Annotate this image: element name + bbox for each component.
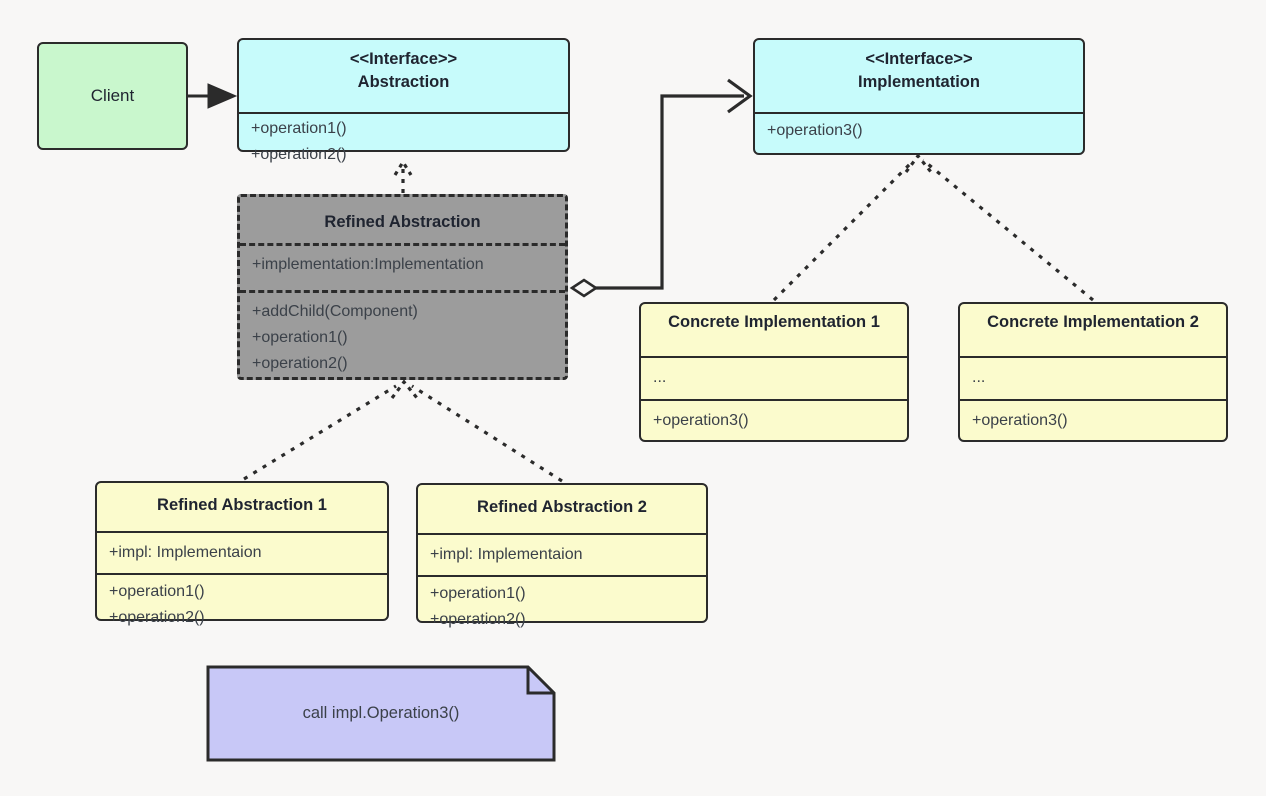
implementation-name: Implementation — [858, 73, 980, 91]
concrete-implementation-2-attributes: ... — [960, 356, 1226, 399]
concrete-implementation-2-attribute-1: ... — [972, 369, 986, 386]
edge-refined-abstraction-aggregates-implementation — [569, 78, 753, 298]
refined-abstraction-1-attribute-1: +impl: Implementaion — [109, 544, 262, 561]
implementation-title: <<Interface>> Implementation — [755, 40, 1083, 112]
refined-abstraction-2-attribute-1: +impl: Implementaion — [430, 546, 583, 563]
node-concrete-implementation-1[interactable]: Concrete Implementation 1 ... +operation… — [639, 302, 909, 442]
node-refined-abstraction-1[interactable]: Refined Abstraction 1 +impl: Implementai… — [95, 481, 389, 626]
implementation-operation-1: +operation3() — [767, 122, 863, 139]
concrete-implementation-2-operations: +operation3() — [960, 399, 1226, 442]
node-refined-abstraction-2[interactable]: Refined Abstraction 2 +impl: Implementai… — [416, 483, 708, 628]
node-client[interactable]: Client — [37, 42, 188, 150]
abstraction-stereotype: <<Interface>> — [349, 50, 458, 68]
concrete-implementation-2-title: Concrete Implementation 2 — [987, 313, 1199, 331]
edge-refined-abstraction-1-realizes-refined-abstraction — [243, 384, 397, 481]
realization-arrowhead-implementation — [904, 153, 933, 174]
concrete-implementation-1-attributes: ... — [641, 356, 907, 399]
concrete-implementation-1-operations: +operation3() — [641, 399, 907, 442]
abstraction-title: <<Interface>> Abstraction — [239, 40, 568, 112]
node-concrete-implementation-2[interactable]: Concrete Implementation 2 ... +operation… — [958, 302, 1228, 442]
note-text: call impl.Operation3() — [302, 704, 460, 722]
refined-abstraction-attributes: +implementation:Implementation — [240, 243, 565, 290]
implementation-stereotype: <<Interface>> — [865, 50, 973, 68]
edge-concrete-implementation-1-realizes-implementation — [772, 158, 916, 302]
refined-abstraction-2-attributes: +impl: Implementaion — [418, 533, 706, 575]
note-call-impl-operation3[interactable]: call impl.Operation3() — [206, 665, 556, 762]
concrete-implementation-2-operation-1: +operation3() — [972, 412, 1068, 429]
concrete-implementation-1-title: Concrete Implementation 1 — [668, 313, 880, 331]
node-implementation[interactable]: <<Interface>> Implementation +operation3… — [753, 38, 1085, 155]
refined-abstraction-operation-1: +addChild(Component) — [252, 303, 418, 320]
refined-abstraction-attribute-1: +implementation:Implementation — [252, 256, 484, 273]
refined-abstraction-1-title: Refined Abstraction 1 — [157, 496, 327, 514]
note-shape — [206, 665, 556, 762]
refined-abstraction-2-title: Refined Abstraction 2 — [477, 498, 647, 516]
concrete-implementation-1-operation-1: +operation3() — [653, 412, 749, 429]
edge-client-to-abstraction — [188, 83, 238, 109]
concrete-implementation-1-attribute-1: ... — [653, 369, 667, 386]
abstraction-name: Abstraction — [357, 73, 450, 91]
realization-arrowhead-refined-abstraction — [390, 379, 419, 400]
refined-abstraction-2-operation-1: +operation1() — [430, 585, 526, 602]
refined-abstraction-1-operations: +operation1() +operation2() — [97, 573, 387, 626]
abstraction-operations: +operation1() +operation2() — [239, 112, 568, 163]
client-label: Client — [90, 86, 135, 105]
abstraction-operation-1: +operation1() — [251, 120, 347, 137]
refined-abstraction-operations: +addChild(Component) +operation1() +oper… — [240, 290, 565, 377]
implementation-operations: +operation3() — [755, 112, 1083, 154]
edge-refined-abstraction-2-realizes-refined-abstraction — [411, 384, 563, 483]
refined-abstraction-operation-3: +operation2() — [252, 355, 348, 372]
refined-abstraction-1-operation-1: +operation1() — [109, 583, 205, 600]
refined-abstraction-2-operations: +operation1() +operation2() — [418, 575, 706, 628]
refined-abstraction-title: Refined Abstraction — [324, 213, 481, 231]
node-refined-abstraction[interactable]: Refined Abstraction +implementation:Impl… — [237, 194, 568, 380]
refined-abstraction-operation-2: +operation1() — [252, 329, 348, 346]
refined-abstraction-2-operation-2: +operation2() — [430, 611, 526, 628]
refined-abstraction-1-operation-2: +operation2() — [109, 609, 205, 626]
node-abstraction[interactable]: <<Interface>> Abstraction +operation1() … — [237, 38, 570, 163]
edge-concrete-implementation-2-realizes-implementation — [921, 158, 1095, 302]
refined-abstraction-1-attributes: +impl: Implementaion — [97, 531, 387, 573]
abstraction-operation-2: +operation2() — [251, 146, 347, 163]
